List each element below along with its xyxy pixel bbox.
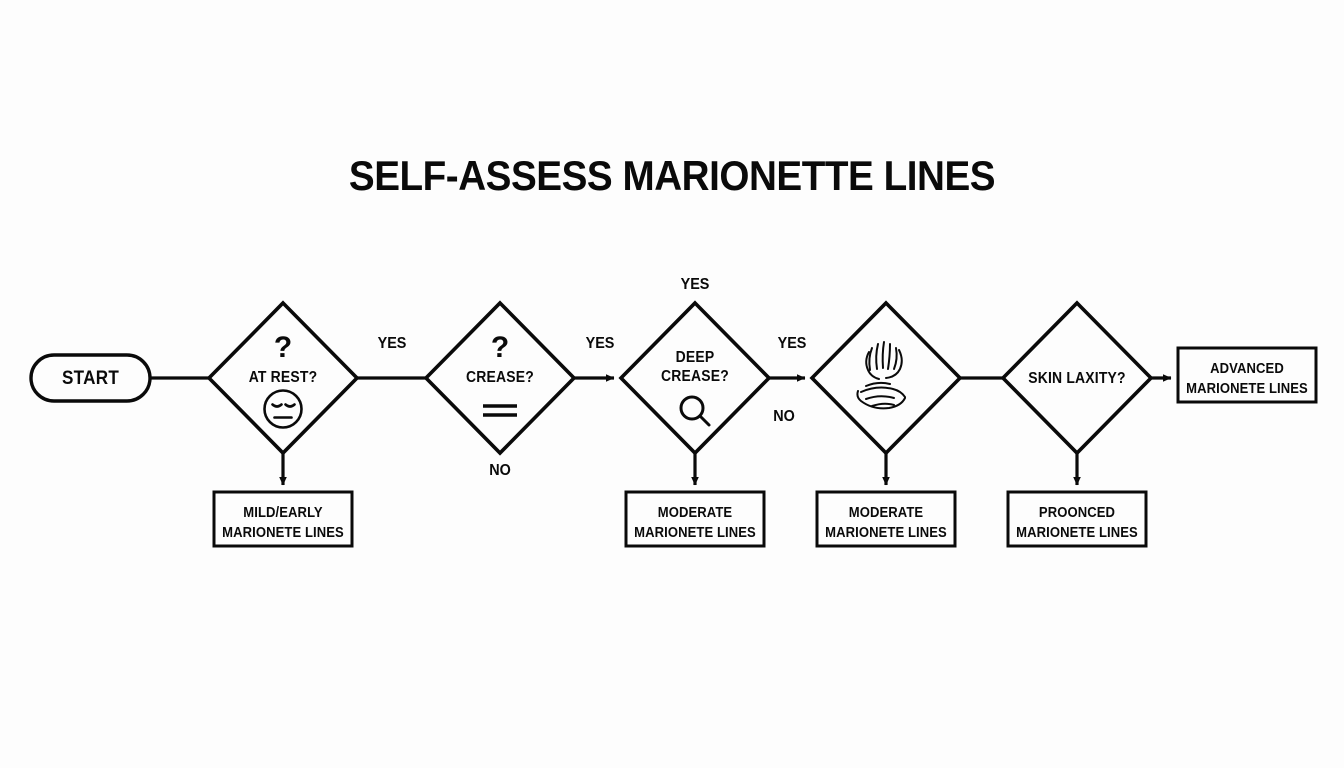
equals-lines-icon	[483, 404, 517, 417]
start-node-shape	[29, 353, 152, 403]
decision-deep-crease-shape	[618, 300, 772, 456]
result-box-advanced-shape	[1176, 346, 1318, 404]
result-box-mild-shape	[212, 490, 354, 548]
result-box-moderate-2-shape	[815, 490, 957, 548]
decision-skin-laxity-shape	[1000, 300, 1154, 456]
edge-label-no-1: NO	[489, 462, 511, 479]
neutral-face-icon	[263, 389, 303, 429]
edge-label-yes-2: YES	[585, 335, 615, 352]
page-title: SELF-ASSESS MARIONETTE LINES	[348, 152, 996, 199]
pinch-hands-icon	[856, 341, 906, 410]
question-mark-icon-at-rest: ?	[273, 331, 293, 364]
question-mark-icon-crease: ?	[490, 331, 510, 364]
decision-crease-shape	[423, 300, 577, 456]
edge-label-yes-top: YES	[680, 276, 710, 293]
edge-label-yes-1: YES	[377, 335, 407, 352]
edge-label-no-2: NO	[773, 408, 795, 425]
result-box-prooneced-shape	[1006, 490, 1148, 548]
result-box-moderate-1-shape	[624, 490, 766, 548]
edge-label-yes-3: YES	[777, 335, 807, 352]
magnifier-icon	[679, 395, 711, 427]
decision-at-rest-shape	[206, 300, 360, 456]
